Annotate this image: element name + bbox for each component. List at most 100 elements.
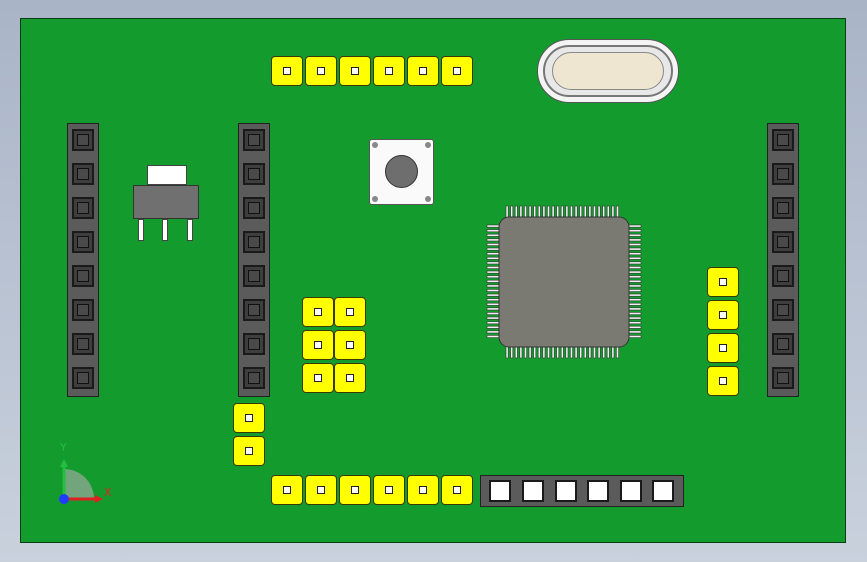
chip-lead (524, 205, 527, 219)
chip-lead (597, 205, 601, 219)
chip-lead (579, 205, 583, 219)
chip-lead (486, 256, 500, 260)
chip-lead (486, 284, 500, 288)
chip-lead (628, 298, 642, 302)
chip-lead (628, 247, 642, 251)
pad (271, 56, 303, 86)
chip-lead (628, 229, 642, 233)
chip-lead (593, 345, 596, 359)
chip-lead (556, 345, 560, 359)
chip-lead (574, 345, 578, 359)
chip-lead (565, 345, 569, 359)
crystal-oscillator (537, 39, 679, 103)
chip-lead (542, 205, 546, 219)
chip-lead (611, 205, 615, 219)
chip-lead (486, 293, 500, 297)
chip-lead (574, 205, 578, 219)
chip-lead (547, 205, 550, 219)
chip-lead (628, 224, 642, 228)
chip-lead (533, 205, 537, 219)
chip-lead (486, 252, 500, 256)
chip-lead (486, 298, 500, 302)
chip-lead (486, 270, 500, 274)
pad (707, 267, 739, 297)
chip-lead (616, 205, 619, 219)
chip-lead (486, 307, 500, 311)
chip-lead (628, 266, 642, 269)
chip-lead (602, 205, 606, 219)
chip-lead (486, 321, 500, 325)
pad (302, 330, 334, 360)
chip-lead (628, 307, 642, 311)
chip-lead (593, 205, 596, 219)
chip-lead (570, 205, 573, 219)
pad (233, 436, 265, 466)
chip-lead (486, 229, 500, 233)
microcontroller-chip (484, 203, 644, 361)
chip-lead (486, 261, 500, 265)
chip-lead (628, 261, 642, 265)
chip-lead (486, 247, 500, 251)
chip-lead (628, 252, 642, 256)
chip-lead (505, 205, 509, 219)
chip-lead (519, 205, 523, 219)
chip-lead (597, 345, 601, 359)
pad (334, 330, 366, 360)
pad (305, 475, 337, 505)
pad (233, 403, 265, 433)
chip-lead (486, 330, 500, 334)
chip-lead (628, 321, 642, 325)
pad (373, 56, 405, 86)
chip-lead (486, 275, 500, 279)
pad (407, 475, 439, 505)
chip-lead (560, 345, 564, 359)
chip-svg (486, 205, 642, 359)
pad (373, 475, 405, 505)
y-axis-label: Y (60, 441, 67, 454)
pad (334, 363, 366, 393)
voltage-regulator (133, 165, 201, 241)
bottom-pin-header (480, 475, 684, 507)
left-pin-header (67, 123, 99, 397)
chip-lead (556, 205, 560, 219)
chip-lead (628, 335, 642, 338)
chip-lead (537, 205, 541, 219)
chip-lead (486, 238, 500, 242)
chip-lead (628, 302, 642, 306)
middle-pin-header (238, 123, 270, 397)
pad (407, 56, 439, 86)
chip-lead (486, 233, 500, 237)
chip-lead (486, 289, 500, 292)
pad (334, 297, 366, 327)
chip-lead (602, 345, 606, 359)
chip-lead (514, 345, 518, 359)
chip-lead (570, 345, 573, 359)
chip-lead (628, 238, 642, 242)
pad (441, 475, 473, 505)
chip-lead (537, 345, 541, 359)
chip-lead (628, 256, 642, 260)
chip-lead (528, 205, 532, 219)
pad (707, 366, 739, 396)
chip-lead (628, 284, 642, 288)
chip-lead (486, 266, 500, 269)
chip-lead (628, 233, 642, 237)
chip-lead (606, 345, 610, 359)
chip-lead (524, 345, 527, 359)
pad (339, 475, 371, 505)
chip-lead (560, 205, 564, 219)
chip-lead (628, 316, 642, 320)
chip-lead (583, 205, 587, 219)
pad (707, 333, 739, 363)
chip-lead (583, 345, 587, 359)
chip-lead (486, 302, 500, 306)
chip-lead (628, 293, 642, 297)
axis-triad: Y X (49, 439, 119, 509)
chip-lead (533, 345, 537, 359)
chip-lead (628, 325, 642, 329)
chip-lead (551, 205, 555, 219)
pad (707, 300, 739, 330)
chip-lead (628, 330, 642, 334)
chip-lead (514, 205, 518, 219)
chip-lead (505, 345, 509, 359)
